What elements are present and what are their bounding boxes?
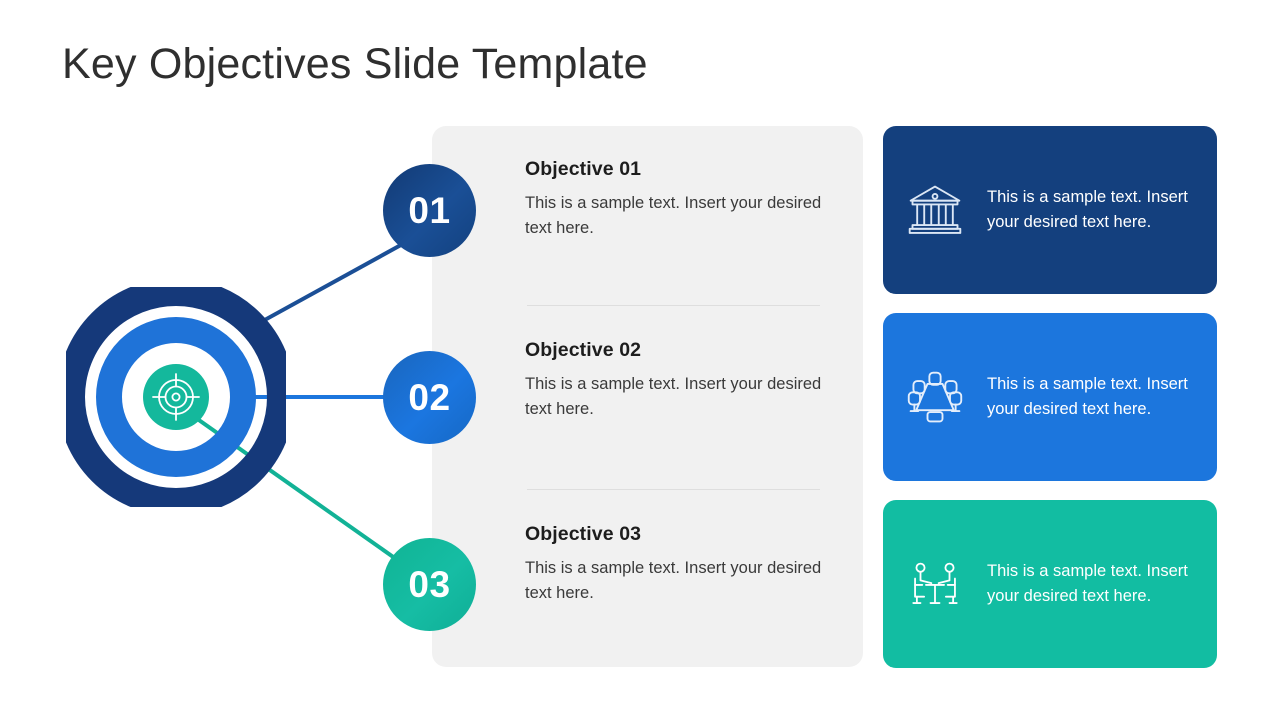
- info-card-03[interactable]: This is a sample text. Insert your desir…: [883, 500, 1217, 668]
- target-bullseye-graphic: [66, 287, 286, 507]
- two-people-table-discussion-icon: [883, 555, 987, 613]
- info-card-01-text: This is a sample text. Insert your desir…: [987, 188, 1188, 231]
- bank-building-icon: [883, 180, 987, 240]
- objective-block-01: Objective 01 This is a sample text. Inse…: [525, 158, 825, 241]
- target-middle-ring: [96, 317, 256, 477]
- objective-body-03: This is a sample text. Insert your desir…: [525, 559, 822, 603]
- info-card-03-text: This is a sample text. Insert your desir…: [987, 562, 1188, 605]
- conference-table-meeting-icon: [883, 367, 987, 427]
- objective-block-03: Objective 03 This is a sample text. Inse…: [525, 523, 825, 606]
- objective-number-03-label: 03: [408, 563, 451, 605]
- objective-body-01: This is a sample text. Insert your desir…: [525, 194, 822, 238]
- objectives-panel: [432, 126, 863, 667]
- panel-divider-1: [527, 305, 820, 306]
- info-card-01[interactable]: This is a sample text. Insert your desir…: [883, 126, 1217, 294]
- objective-number-01[interactable]: 01: [383, 164, 476, 257]
- objective-number-03[interactable]: 03: [383, 538, 476, 631]
- objective-number-01-label: 01: [408, 189, 451, 231]
- info-card-02-text: This is a sample text. Insert your desir…: [987, 375, 1188, 418]
- crosshair-target-icon: [152, 373, 200, 421]
- objective-title-02: Objective 02: [525, 339, 642, 361]
- info-card-02[interactable]: This is a sample text. Insert your desir…: [883, 313, 1217, 481]
- objective-number-02-label: 02: [408, 376, 451, 418]
- objective-block-02: Objective 02 This is a sample text. Inse…: [525, 339, 825, 422]
- objective-title-03: Objective 03: [525, 523, 642, 545]
- target-outer-ring: [66, 287, 286, 507]
- objective-body-02: This is a sample text. Insert your desir…: [525, 375, 822, 419]
- objective-number-02[interactable]: 02: [383, 351, 476, 444]
- panel-divider-2: [527, 489, 820, 490]
- objective-title-01: Objective 01: [525, 158, 642, 180]
- page-title: Key Objectives Slide Template: [62, 40, 648, 88]
- target-center: [143, 364, 209, 430]
